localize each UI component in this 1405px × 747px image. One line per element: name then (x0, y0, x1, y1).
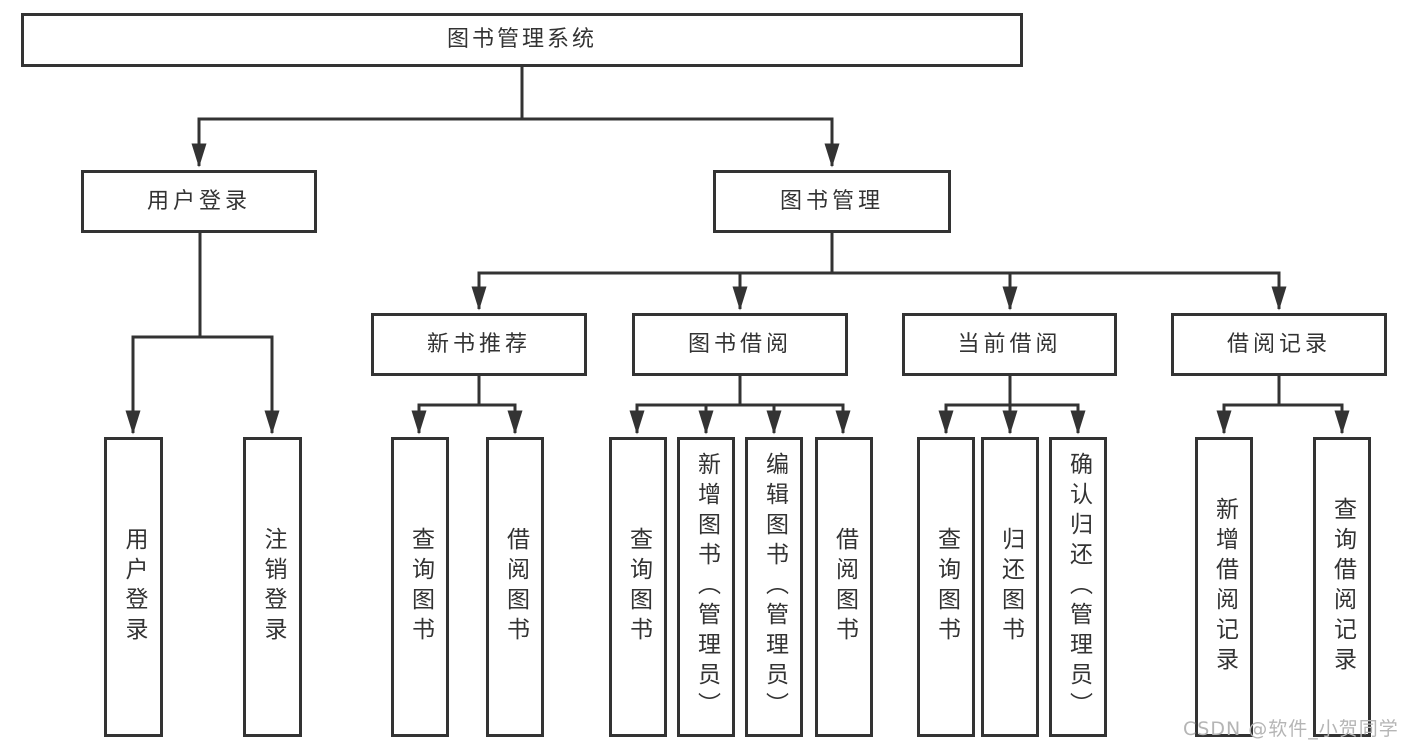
node-leaf-return-books: 归还图书 (981, 437, 1039, 737)
connector-borrowing-records (1216, 374, 1350, 435)
node-leaf-confirm-return-admin-label: 确认归还（管理员） (1065, 452, 1092, 722)
node-leaf-add-book-admin: 新增图书（管理员） (677, 437, 735, 737)
connector-user-login (125, 231, 280, 435)
node-borrowing-records: 借阅记录 (1171, 313, 1387, 376)
node-leaf-confirm-return-admin: 确认归还（管理员） (1049, 437, 1107, 737)
node-current-borrowing: 当前借阅 (902, 313, 1117, 376)
node-leaf-add-book-admin-label: 新增图书（管理员） (693, 452, 720, 722)
node-leaf-user-login-label: 用户登录 (121, 527, 147, 647)
node-borrowing-records-label: 借阅记录 (1226, 331, 1331, 357)
node-leaf-borrow-books-borrowing-label: 借阅图书 (831, 527, 858, 647)
connector-book-borrowing (629, 374, 851, 435)
node-new-book-recommend: 新书推荐 (371, 313, 587, 376)
node-book-borrowing: 图书借阅 (632, 313, 848, 376)
node-leaf-borrow-books-recommend: 借阅图书 (486, 437, 544, 737)
connector-root (191, 65, 840, 168)
node-root-label: 图书管理系统 (446, 27, 597, 52)
node-leaf-query-books-recommend-label: 查询图书 (407, 527, 434, 647)
node-current-borrowing-label: 当前借阅 (957, 331, 1062, 357)
node-user-login: 用户登录 (81, 170, 317, 233)
node-leaf-query-books-current: 查询图书 (917, 437, 975, 737)
node-leaf-return-books-label: 归还图书 (997, 527, 1024, 647)
node-leaf-add-borrow-record-label: 新增借阅记录 (1211, 497, 1238, 677)
node-leaf-add-borrow-record: 新增借阅记录 (1195, 437, 1253, 737)
connector-new-book-recommend (411, 374, 523, 435)
node-leaf-query-books-borrowing-label: 查询图书 (625, 527, 652, 647)
node-leaf-user-login: 用户登录 (104, 437, 163, 737)
connector-book-management (471, 231, 1287, 311)
node-leaf-query-borrow-record-label: 查询借阅记录 (1329, 497, 1356, 677)
connector-current-borrowing (938, 374, 1086, 435)
node-book-management-label: 图书管理 (779, 188, 884, 214)
node-leaf-borrow-books-recommend-label: 借阅图书 (502, 527, 529, 647)
node-leaf-edit-book-admin-label: 编辑图书（管理员） (761, 452, 788, 722)
node-leaf-query-books-borrowing: 查询图书 (609, 437, 667, 737)
node-leaf-query-borrow-record: 查询借阅记录 (1313, 437, 1371, 737)
node-book-management: 图书管理 (713, 170, 951, 233)
csdn-watermark: CSDN @软件_小贺同学 (1183, 718, 1399, 740)
node-leaf-query-books-recommend: 查询图书 (391, 437, 449, 737)
node-book-borrowing-label: 图书借阅 (687, 331, 792, 357)
node-leaf-logout-label: 注销登录 (260, 527, 286, 647)
node-leaf-query-books-current-label: 查询图书 (933, 527, 960, 647)
node-leaf-logout: 注销登录 (243, 437, 302, 737)
node-new-book-recommend-label: 新书推荐 (426, 331, 531, 357)
node-user-login-label: 用户登录 (146, 188, 251, 214)
node-leaf-edit-book-admin: 编辑图书（管理员） (745, 437, 803, 737)
node-root: 图书管理系统 (21, 13, 1023, 67)
node-leaf-borrow-books-borrowing: 借阅图书 (815, 437, 873, 737)
